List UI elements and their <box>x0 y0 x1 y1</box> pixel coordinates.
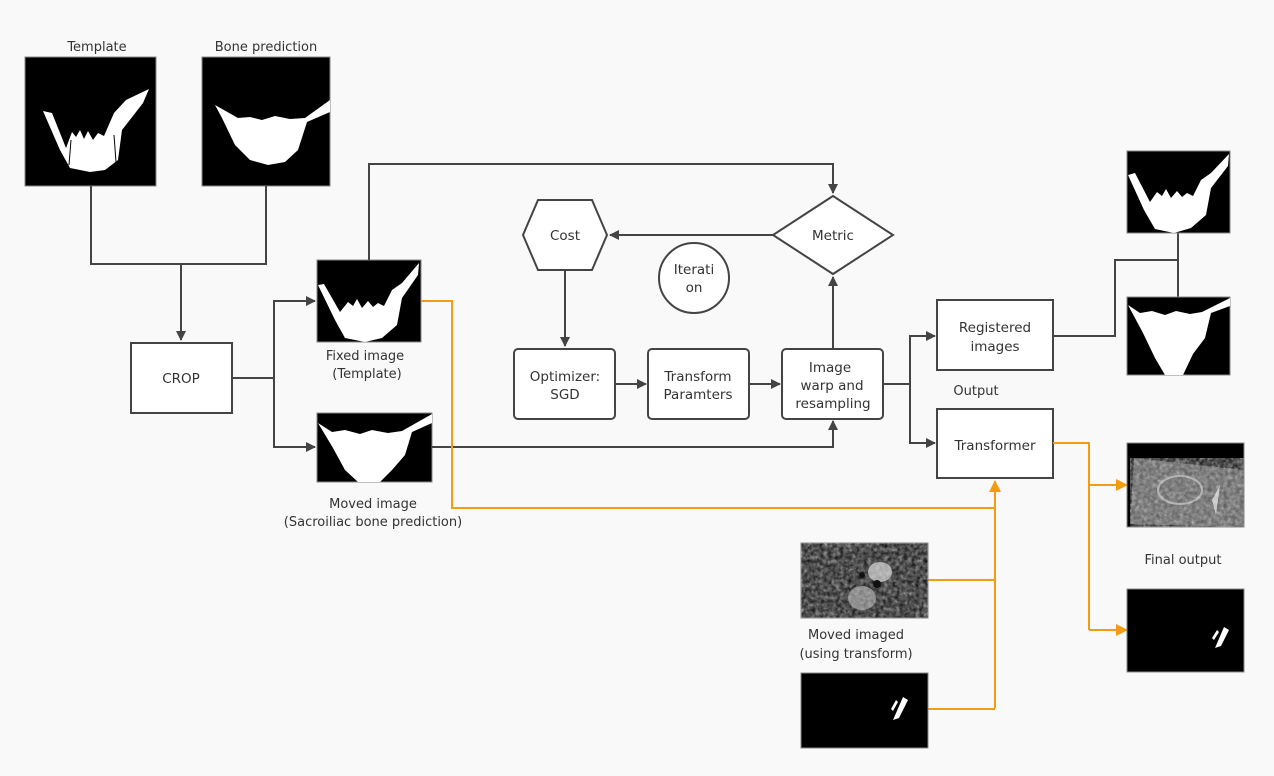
template-image <box>24 56 157 187</box>
crop-node: CROP <box>130 342 233 414</box>
metric-node: Metric <box>771 194 895 276</box>
svg-text:Registered: Registered <box>959 320 1031 336</box>
moved-image-label-1: Moved image <box>329 497 417 512</box>
svg-text:CROP: CROP <box>162 371 200 387</box>
crop-to-moved-arrow <box>273 378 316 452</box>
final-mri-image <box>1126 442 1245 528</box>
warp-to-registered-arrow <box>909 331 936 384</box>
svg-text:Optimizer:: Optimizer: <box>530 369 600 385</box>
svg-text:Paramters: Paramters <box>664 387 733 403</box>
svg-text:Transform: Transform <box>663 369 731 385</box>
bone-prediction-label: Bone prediction <box>215 40 317 55</box>
cost-node: Cost <box>521 199 609 271</box>
fixed-image-label-1: Fixed image <box>326 349 404 364</box>
moved-imaged-label-1: Moved imaged <box>808 628 904 643</box>
image-warp-node: Image warp and resampling <box>781 348 884 420</box>
registered-to-images-line <box>1053 259 1178 337</box>
final-output-label: Final output <box>1145 553 1222 568</box>
crop-to-fixed-arrow <box>273 296 316 378</box>
fixed-to-metric-arrow <box>368 163 838 260</box>
registered-moved-image <box>1126 296 1231 376</box>
moved-to-warp-arrow <box>432 420 838 448</box>
registered-fixed-image <box>1126 150 1231 234</box>
inputs-merge-line <box>90 186 267 265</box>
svg-text:Metric: Metric <box>812 228 854 244</box>
fixed-to-transformer-orange-line <box>421 300 995 509</box>
registered-images-node: Registered images <box>936 299 1054 371</box>
svg-text:Cost: Cost <box>550 228 580 244</box>
transformer-node: Transformer <box>936 408 1054 479</box>
transform-params-node: Transform Paramters <box>647 348 750 420</box>
moved-imaged-label-2: (using transform) <box>799 647 912 662</box>
moved-mask-image <box>800 672 929 749</box>
fixed-image-label-2: (Template) <box>332 367 401 382</box>
svg-text:images: images <box>970 339 1019 355</box>
warp-to-transformer-arrow <box>909 384 936 448</box>
template-label: Template <box>66 40 126 55</box>
svg-text:Iterati: Iterati <box>674 262 714 278</box>
fixed-image <box>316 259 422 343</box>
bone-prediction-image <box>201 56 331 187</box>
svg-text:SGD: SGD <box>550 387 579 403</box>
output-label: Output <box>953 384 998 399</box>
svg-text:warp and: warp and <box>800 378 863 394</box>
moved-mri-image <box>800 542 929 619</box>
svg-text:Transformer: Transformer <box>953 438 1035 454</box>
svg-text:resampling: resampling <box>795 396 870 412</box>
svg-text:Image: Image <box>809 360 851 376</box>
moved-image-label-2: (Sacroiliac bone prediction) <box>284 515 462 530</box>
iteration-node: Iterati on <box>658 242 730 314</box>
svg-text:on: on <box>686 280 703 296</box>
transformer-out-orange-line <box>1053 442 1090 630</box>
moved-image <box>316 412 433 483</box>
final-mask-image <box>1126 588 1245 673</box>
optimizer-node: Optimizer: SGD <box>513 348 616 420</box>
